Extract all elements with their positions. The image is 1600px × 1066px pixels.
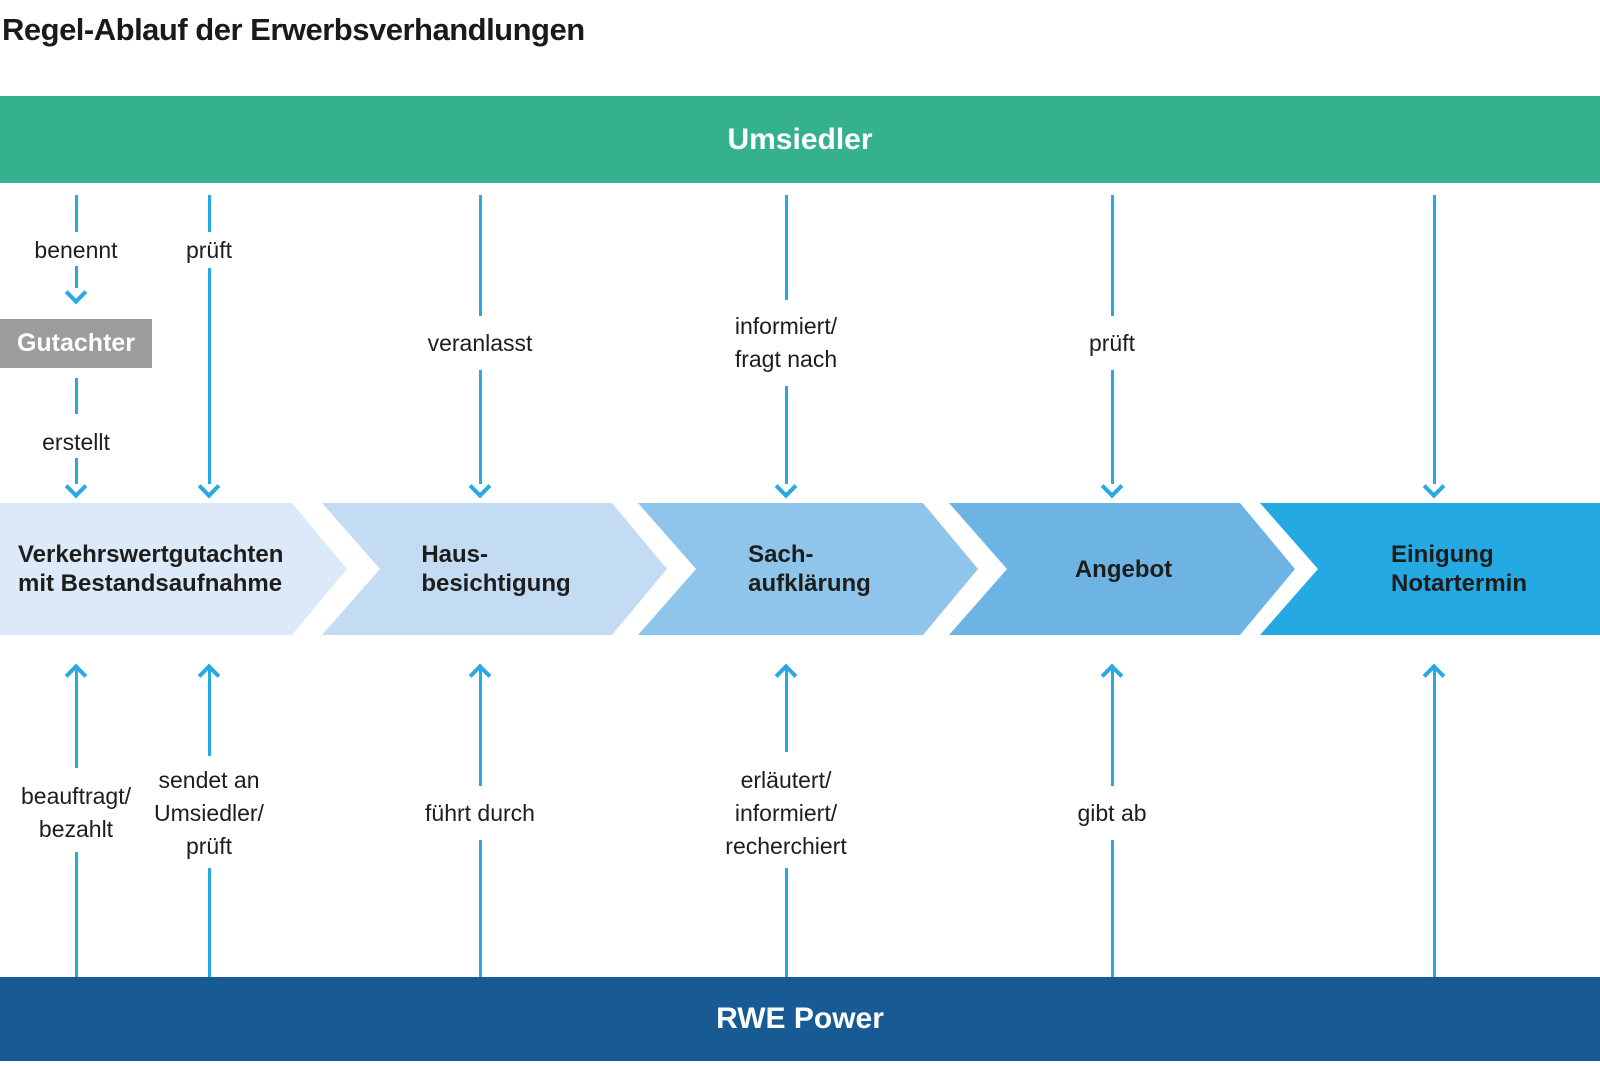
flow-label-benennt: benennt bbox=[34, 237, 118, 263]
flow-label-veranlasst: veranlasst bbox=[427, 330, 533, 356]
arrow-line bbox=[784, 668, 788, 752]
step-label: Sach- aufklärung bbox=[748, 540, 871, 598]
arrow-line bbox=[74, 458, 78, 484]
arrow-line bbox=[74, 378, 78, 414]
step-angebot: Angebot bbox=[949, 503, 1295, 635]
flow-label-line: recherchiert bbox=[725, 833, 847, 859]
flow-label-beauftragt: beauftragt/ bezahlt bbox=[0, 780, 186, 846]
arrow-line bbox=[207, 868, 211, 977]
gutachter-box: Gutachter bbox=[0, 319, 152, 368]
step-label-line: besichtigung bbox=[421, 570, 571, 597]
arrow-line bbox=[207, 195, 211, 232]
flow-label-fuehrt-durch: führt durch bbox=[425, 800, 535, 826]
step-einigung-notartermin: Einigung Notartermin bbox=[1260, 503, 1600, 635]
arrow-head-down-icon bbox=[1100, 475, 1124, 499]
flow-label-erstellt: erstellt bbox=[42, 429, 110, 455]
step-label-line: Sach- bbox=[748, 541, 814, 568]
arrow-line bbox=[478, 195, 482, 316]
page-title: Regel-Ablauf der Erwerbsverhandlungen bbox=[2, 12, 585, 47]
flow-label-line: informiert/ bbox=[734, 313, 838, 339]
flow-label-line: erläutert/ bbox=[740, 767, 832, 793]
flow-label-informiert: informiert/ fragt nach bbox=[676, 310, 896, 376]
step-label-line: Angebot bbox=[1074, 555, 1173, 583]
step-verkehrswertgutachten: Verkehrswertgutachten mit Bestandsaufnah… bbox=[0, 503, 347, 635]
arrow-head-down-icon bbox=[774, 475, 798, 499]
umsiedler-lane: Umsiedler bbox=[0, 96, 1600, 183]
flow-label-prueft-1: prüft bbox=[185, 237, 233, 263]
arrow-head-down-icon bbox=[64, 475, 88, 499]
arrow-line bbox=[74, 195, 78, 232]
flow-label-gibt-ab: gibt ab bbox=[1077, 800, 1147, 826]
step-label: Verkehrswertgutachten mit Bestandsaufnah… bbox=[18, 540, 283, 598]
arrow-head-down-icon bbox=[64, 281, 88, 305]
arrow-line bbox=[207, 268, 211, 484]
step-hausbesichtigung: Haus- besichtigung bbox=[322, 503, 667, 635]
step-label-line: Einigung bbox=[1390, 541, 1494, 568]
step-label-line: aufklärung bbox=[748, 570, 871, 597]
rwe-power-label: RWE Power bbox=[716, 1002, 884, 1035]
arrow-line bbox=[784, 868, 788, 977]
gutachter-label: Gutachter bbox=[16, 329, 136, 357]
arrow-line bbox=[478, 370, 482, 484]
step-label: Einigung Notartermin bbox=[1391, 540, 1527, 598]
arrow-line bbox=[207, 668, 211, 756]
step-label-line: Notartermin bbox=[1390, 570, 1528, 597]
arrow-line bbox=[478, 840, 482, 977]
arrow-line bbox=[1110, 840, 1114, 977]
flow-label-line: informiert/ bbox=[734, 800, 838, 826]
arrow-line bbox=[784, 195, 788, 300]
flow-label-erlaeutert: erläutert/ informiert/ recherchiert bbox=[676, 764, 896, 863]
flow-label-line: beauftragt/ bbox=[21, 783, 131, 809]
flow-label-line: prüft bbox=[185, 833, 233, 859]
arrow-head-down-icon bbox=[1422, 475, 1446, 499]
arrow-line bbox=[1110, 668, 1114, 786]
arrow-line bbox=[784, 386, 788, 484]
arrow-head-down-icon bbox=[468, 475, 492, 499]
arrow-line bbox=[1110, 370, 1114, 484]
flow-label-sendet: sendet an Umsiedler/ prüft bbox=[99, 764, 319, 863]
arrow-head-down-icon bbox=[197, 475, 221, 499]
step-sachaufklaerung: Sach- aufklärung bbox=[638, 503, 978, 635]
step-label: Angebot bbox=[1075, 555, 1172, 584]
step-label-line: mit Bestandsaufnahme bbox=[18, 570, 283, 597]
flow-label-line: fragt nach bbox=[734, 346, 838, 372]
step-label-line: Verkehrswertgutachten bbox=[18, 541, 284, 568]
step-label: Haus- besichtigung bbox=[421, 540, 570, 598]
rwe-power-lane: RWE Power bbox=[0, 977, 1600, 1061]
arrow-line bbox=[74, 852, 78, 977]
umsiedler-label: Umsiedler bbox=[727, 122, 873, 156]
arrow-line bbox=[1110, 195, 1114, 316]
arrow-line bbox=[74, 668, 78, 768]
arrow-line bbox=[478, 668, 482, 786]
flow-label-line: bezahlt bbox=[38, 816, 114, 842]
flow-label-prueft-2: prüft bbox=[1088, 330, 1136, 356]
step-label-line: Haus- bbox=[421, 541, 489, 568]
flow-label-line: Umsiedler/ bbox=[154, 800, 264, 826]
arrow-line bbox=[1432, 195, 1436, 484]
flow-label-line: sendet an bbox=[158, 767, 260, 793]
arrow-line bbox=[1432, 668, 1436, 977]
arrow-line bbox=[74, 266, 78, 288]
